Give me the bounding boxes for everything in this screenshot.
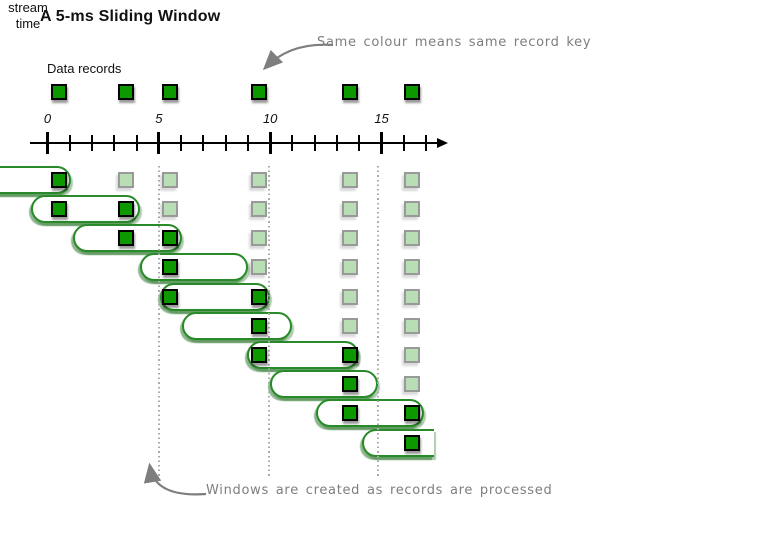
axis-tick [46, 132, 49, 154]
axis-line [30, 142, 437, 144]
data-records-label: Data records [47, 61, 122, 76]
data-record-square [342, 84, 358, 100]
axis-arrowhead-icon [437, 138, 448, 148]
axis-tick [402, 135, 405, 151]
record-in-window-square [251, 289, 267, 305]
future-record-square [404, 259, 420, 275]
axis-tick [313, 135, 316, 151]
axis-tick [291, 135, 294, 151]
future-record-square [118, 172, 134, 188]
future-record-square [342, 318, 358, 334]
axis-tick [425, 135, 428, 151]
sliding-window [270, 370, 378, 398]
stream-time-line2: time [15, 16, 41, 31]
axis-tick [180, 135, 183, 151]
future-record-square [251, 201, 267, 217]
future-record-square [404, 201, 420, 217]
axis-tick [358, 135, 361, 151]
axis-tick [157, 132, 161, 154]
axis-tick [336, 135, 338, 151]
record-in-window-square [251, 347, 267, 363]
data-record-square [251, 84, 267, 100]
stream-time-label: stream time [0, 0, 56, 32]
axis-tick [68, 135, 71, 151]
record-in-window-square [118, 230, 134, 246]
axis-tick [224, 135, 227, 151]
future-record-square [251, 259, 267, 275]
sliding-window [31, 195, 140, 223]
record-in-window-square [342, 376, 358, 392]
future-record-square [404, 230, 420, 246]
future-record-square [251, 172, 267, 188]
axis-tick [246, 135, 249, 151]
dotted-guide-line [268, 166, 270, 478]
annotation-windows-created: Windows are created as records are proce… [206, 483, 553, 498]
record-in-window-square [251, 318, 267, 334]
future-record-square [342, 289, 358, 305]
dotted-guide-line [158, 166, 160, 478]
axis-tick [202, 135, 205, 151]
axis-tick [135, 135, 138, 151]
future-record-square [404, 376, 420, 392]
future-record-square [404, 172, 420, 188]
data-record-square [404, 84, 420, 100]
data-record-square [118, 84, 134, 100]
future-record-square [342, 259, 358, 275]
record-in-window-square [51, 172, 67, 188]
page-title: A 5-ms Sliding Window [40, 8, 221, 25]
data-record-square [162, 84, 178, 100]
axis-tick [268, 132, 272, 154]
record-in-window-square [162, 289, 178, 305]
future-record-square [404, 289, 420, 305]
sliding-window [140, 253, 248, 281]
axis-tick [380, 132, 384, 154]
dotted-guide-line [377, 166, 379, 478]
record-in-window-square [118, 201, 134, 217]
axis-tick-label: 15 [374, 111, 389, 126]
future-record-square [342, 230, 358, 246]
axis-tick-label: 5 [155, 111, 163, 126]
future-record-square [342, 201, 358, 217]
sliding-window [182, 312, 292, 340]
stream-time-line1: stream [8, 0, 48, 15]
future-record-square [162, 172, 178, 188]
record-in-window-square [342, 405, 358, 421]
future-record-square [404, 347, 420, 363]
annotation-same-colour: Same colour means same record key [317, 35, 592, 50]
axis-tick-label: 0 [43, 111, 52, 126]
record-in-window-square [404, 435, 420, 451]
record-in-window-square [162, 259, 178, 275]
axis-tick-label: 10 [262, 111, 278, 126]
future-record-square [342, 172, 358, 188]
record-in-window-square [162, 230, 178, 246]
record-in-window-square [51, 201, 67, 217]
data-record-square [51, 84, 67, 100]
future-record-square [251, 230, 267, 246]
axis-tick [91, 135, 94, 151]
axis-tick [113, 135, 116, 151]
sliding-window [362, 429, 434, 457]
future-record-square [404, 318, 420, 334]
future-record-square [162, 201, 178, 217]
record-in-window-square [404, 405, 420, 421]
record-in-window-square [342, 347, 358, 363]
